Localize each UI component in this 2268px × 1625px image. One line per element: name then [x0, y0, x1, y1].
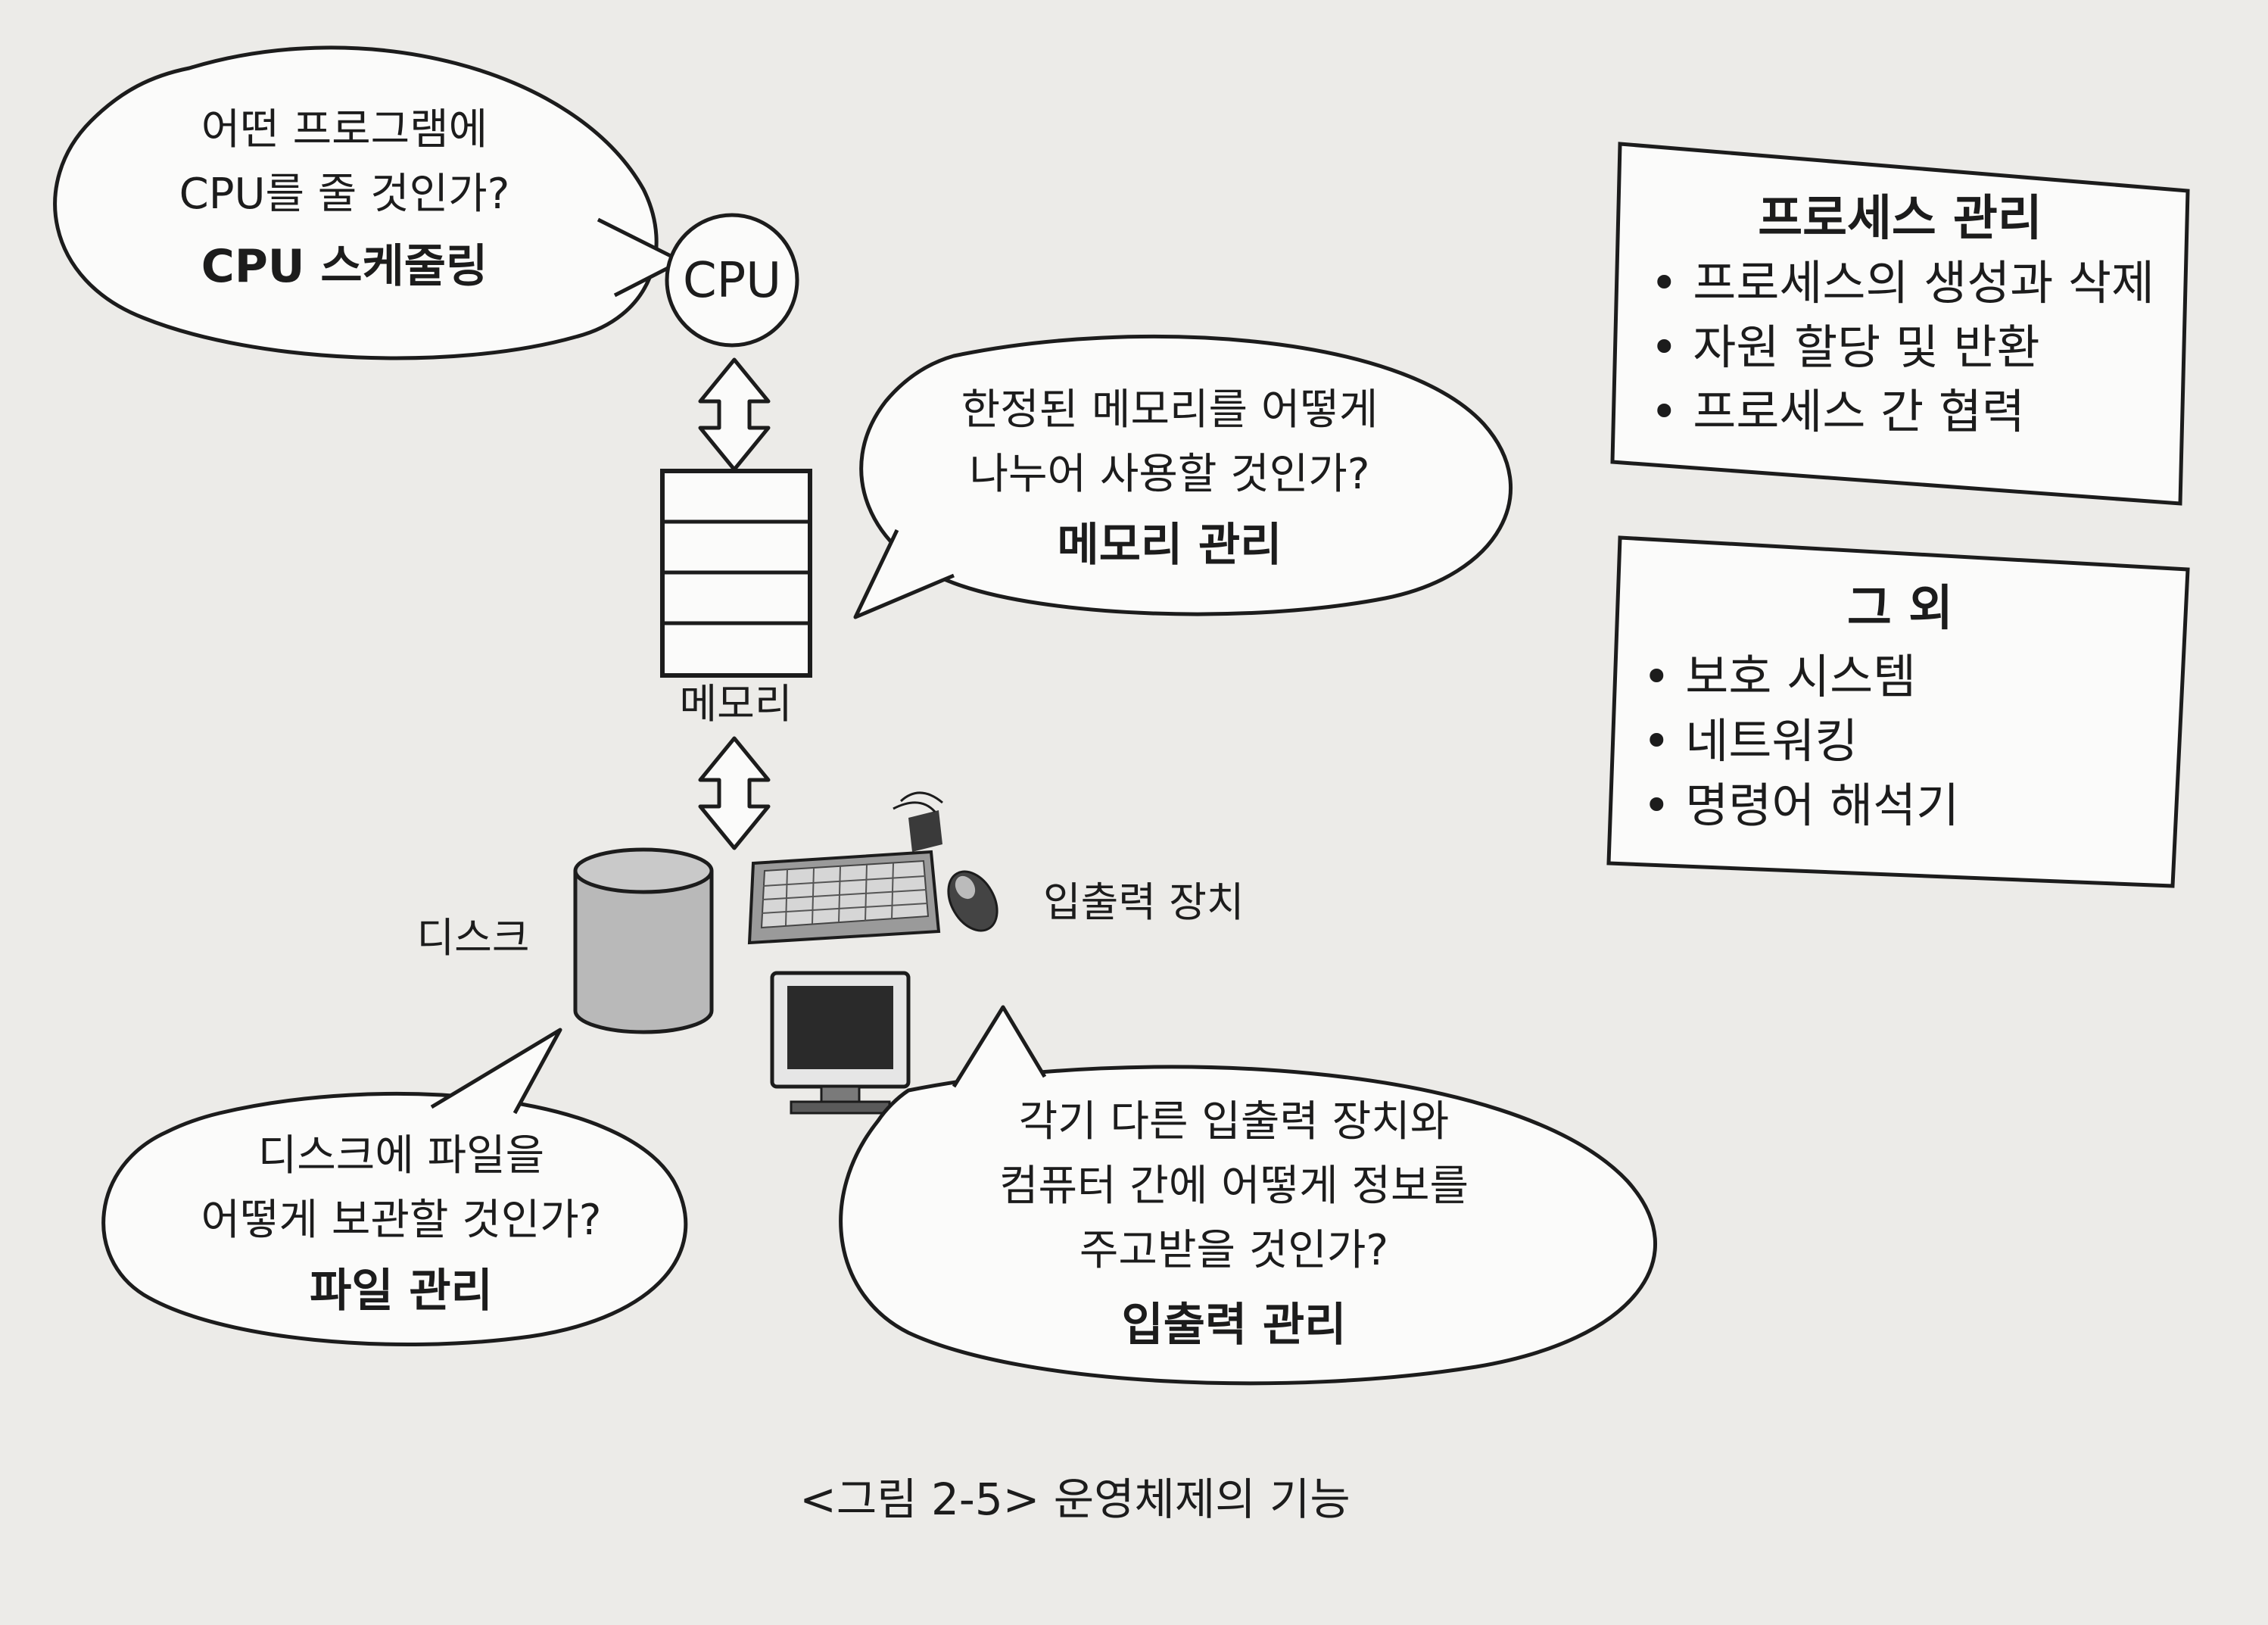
memory-device-arrow — [698, 736, 771, 850]
memory-bubble-line-2: 나누어 사용할 것인가? — [969, 450, 1369, 499]
mouse-icon — [947, 870, 998, 932]
io-bubble-line-2: 컴퓨터 간에 어떻게 정보를 — [999, 1162, 1469, 1211]
disk-label: 디스크 — [416, 914, 529, 962]
io-device-label: 입출력 장치 — [1043, 878, 1245, 926]
process-management-box: 프로세스 관리 • 프로세스의 생성과 삭제 • 자원 할당 및 반환 • 프로… — [1610, 142, 2190, 506]
others-item-2: • 네트워킹 — [1643, 713, 1858, 769]
process-box-frame — [1610, 142, 2190, 506]
io-bubble-title: 입출력 관리 — [1122, 1299, 1347, 1352]
io-management-bubble: 각기 다른 입출력 장치와 컴퓨터 간에 어떻게 정보를 주고받을 것인가? 입… — [839, 1005, 1658, 1386]
others-box: 그 외 • 보호 시스템 • 네트워킹 • 명령어 해석기 — [1606, 535, 2190, 888]
io-bubble-shape — [839, 1065, 1658, 1386]
process-box-title: 프로세스 관리 — [1758, 191, 2042, 247]
memory-bubble-line-1: 한정된 메모리를 어떻게 — [961, 385, 1379, 435]
memory-bubble-shape — [859, 334, 1513, 616]
process-item-3: • 프로세스 간 협력 — [1650, 384, 2025, 439]
cpu-bubble-line-1: 어떤 프로그램에 — [201, 105, 488, 154]
file-bubble-tail — [430, 1028, 562, 1115]
file-bubble-title: 파일 관리 — [310, 1265, 493, 1318]
process-item-2: • 자원 할당 및 반환 — [1650, 320, 2040, 375]
io-bubble-tail — [952, 1005, 1047, 1088]
file-management-bubble: 디스크에 파일을 어떻게 보관할 것인가? 파일 관리 — [101, 1028, 688, 1347]
keyboard-icon — [747, 791, 943, 945]
cpu-scheduling-bubble: 어떤 프로그램에 CPU를 줄 것인가? CPU 스케줄링 — [53, 45, 684, 360]
cpu-label: CPU — [683, 253, 781, 309]
cpu-node: CPU — [665, 213, 799, 348]
others-item-3: • 명령어 해석기 — [1643, 778, 1959, 833]
process-item-1: • 프로세스의 생성과 삭제 — [1650, 255, 2154, 310]
cpu-memory-arrow — [698, 357, 771, 472]
cpu-circle — [665, 213, 799, 348]
memory-management-bubble: 한정된 메모리를 어떻게 나누어 사용할 것인가? 메모리 관리 — [853, 334, 1513, 619]
cpu-bubble-shape — [53, 45, 659, 360]
cpu-bubble-line-2: CPU를 줄 것인가? — [179, 170, 510, 219]
io-bubble-line-1: 각기 다른 입출력 장치와 — [1019, 1097, 1450, 1146]
memory-stack: 메모리 — [660, 469, 812, 728]
file-bubble-shape — [101, 1091, 688, 1347]
monitor-icon — [770, 971, 911, 1115]
memory-bubble-tail — [853, 529, 955, 619]
memory-label: 메모리 — [679, 680, 792, 728]
figure-caption: <그림 2-5> 운영체제의 기능 — [799, 1474, 1350, 1525]
others-item-1: • 보호 시스템 — [1643, 649, 1916, 704]
file-bubble-line-2: 어떻게 보관할 것인가? — [201, 1196, 601, 1245]
io-bubble-line-3: 주고받을 것인가? — [1079, 1226, 1388, 1275]
others-box-title: 그 외 — [1847, 581, 1953, 637]
file-bubble-line-1: 디스크에 파일을 — [258, 1131, 544, 1181]
memory-bubble-title: 메모리 관리 — [1058, 519, 1282, 572]
cpu-bubble-title: CPU 스케줄링 — [201, 240, 488, 293]
disk-cylinder: 디스크 — [416, 847, 714, 1034]
others-box-frame — [1606, 535, 2190, 888]
